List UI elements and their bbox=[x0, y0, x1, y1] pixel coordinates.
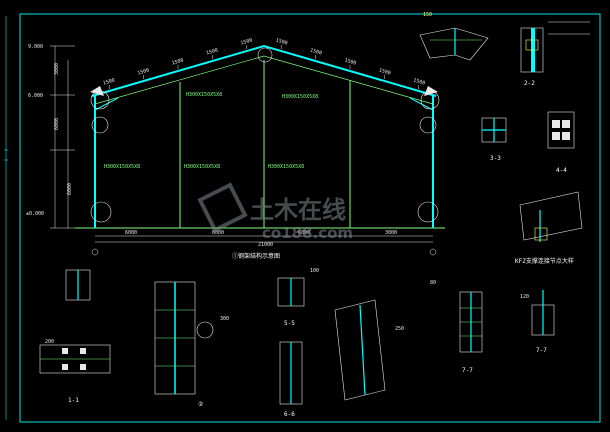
rafter-dim-label: 1500 bbox=[137, 67, 150, 76]
section-label-6-6: 6-6 bbox=[284, 411, 295, 418]
section-label-3-3: 3-3 bbox=[490, 155, 501, 162]
detail-number-2: ② bbox=[198, 401, 203, 408]
height-dim-2: 6000 bbox=[54, 118, 60, 130]
kfz-caption: KFZ支撑连接节点大样 bbox=[515, 257, 574, 265]
detail-7-7: 120 7-7 bbox=[520, 290, 555, 354]
watermark: 土木在线 co188.com bbox=[197, 182, 353, 242]
span-total-dim: 21000 bbox=[258, 242, 273, 248]
section-label-2-2: 2-2 bbox=[524, 80, 535, 87]
watermark-main: 土木在线 bbox=[250, 196, 346, 224]
bay-dim-2: 6000 bbox=[212, 230, 224, 236]
dim-300: 100 bbox=[310, 268, 319, 274]
rafter-dim-label: 1500 bbox=[171, 57, 184, 66]
watermark-sub: co188.com bbox=[262, 224, 353, 242]
member-label-5: H300X150X5X8 bbox=[268, 164, 304, 170]
member-label-3: H300X150X5X8 bbox=[104, 164, 140, 170]
detail-1-1: 200 1-1 bbox=[39, 269, 111, 404]
detail-6-6-column: 6-6 bbox=[279, 341, 303, 418]
rafter-dim-label: 1500 bbox=[240, 37, 253, 46]
dim-200: 300 bbox=[220, 316, 229, 322]
rafter-dim-label: 1500 bbox=[275, 38, 288, 47]
section-label-1-1: 1-1 bbox=[68, 397, 79, 404]
detail-base-plate: 250 bbox=[334, 299, 404, 401]
detail-column-elevation: 300 ② bbox=[154, 281, 229, 408]
detail-kfz: KFZ支撑连接节点大样 bbox=[515, 191, 583, 265]
iso-note: 150 bbox=[423, 12, 432, 18]
rafter-dim-label: 1500 bbox=[412, 78, 425, 87]
rafter-dim-label: 1500 bbox=[309, 48, 322, 57]
level-mark-eave: 6.000 bbox=[28, 93, 43, 99]
main-caption: ①钢架结构示意图 bbox=[232, 252, 280, 260]
level-mark-top: 9.000 bbox=[28, 44, 43, 50]
detail-knee-iso: 150 bbox=[419, 12, 489, 61]
section-label-7-7-top: 7-7 bbox=[462, 367, 473, 374]
bay-dim-4: 3000 bbox=[385, 230, 397, 236]
member-label-4: H300X150X5X8 bbox=[184, 164, 220, 170]
rafter-dim-label: 1500 bbox=[378, 68, 391, 77]
dim-150: 200 bbox=[45, 339, 54, 345]
detail-bolt-plate: 80 7-7 bbox=[430, 280, 483, 374]
rafter-line bbox=[91, 44, 437, 97]
detail-5-5: 100 5-5 bbox=[277, 268, 319, 327]
member-label-1: H300X150X5X8 bbox=[186, 92, 222, 98]
height-dim-3: 6000 bbox=[67, 183, 73, 195]
dim-250: 80 bbox=[430, 280, 436, 286]
member-label-2: H300X150X5X8 bbox=[282, 94, 318, 100]
section-label-5-5: 5-5 bbox=[284, 320, 295, 327]
height-dim-1: 3000 bbox=[54, 63, 60, 75]
bay-dim-1: 6000 bbox=[125, 230, 137, 236]
rafter-dim-label: 1500 bbox=[344, 58, 357, 67]
bay-dim-3: 6000 bbox=[298, 230, 310, 236]
detail-2-2: 2-2 bbox=[520, 21, 590, 87]
drawing-border bbox=[19, 13, 601, 423]
section-label-4-4: 4-4 bbox=[556, 167, 567, 174]
dim-80: 120 bbox=[520, 294, 529, 300]
section-label-7-7: 7-7 bbox=[536, 347, 547, 354]
dim-100: 250 bbox=[395, 326, 404, 332]
rafter-dim-label: 1500 bbox=[206, 47, 219, 56]
level-mark-ground: ±0.000 bbox=[26, 211, 44, 217]
detail-3-3: 3-3 bbox=[481, 117, 507, 162]
rafter-dim-label: 1500 bbox=[102, 77, 115, 86]
detail-4-4: 4-4 bbox=[547, 111, 575, 174]
rafter-dimension-ticks: 1500 1500 1500 1500 1500 1500 1500 1500 1500 1500 bbox=[102, 37, 426, 89]
